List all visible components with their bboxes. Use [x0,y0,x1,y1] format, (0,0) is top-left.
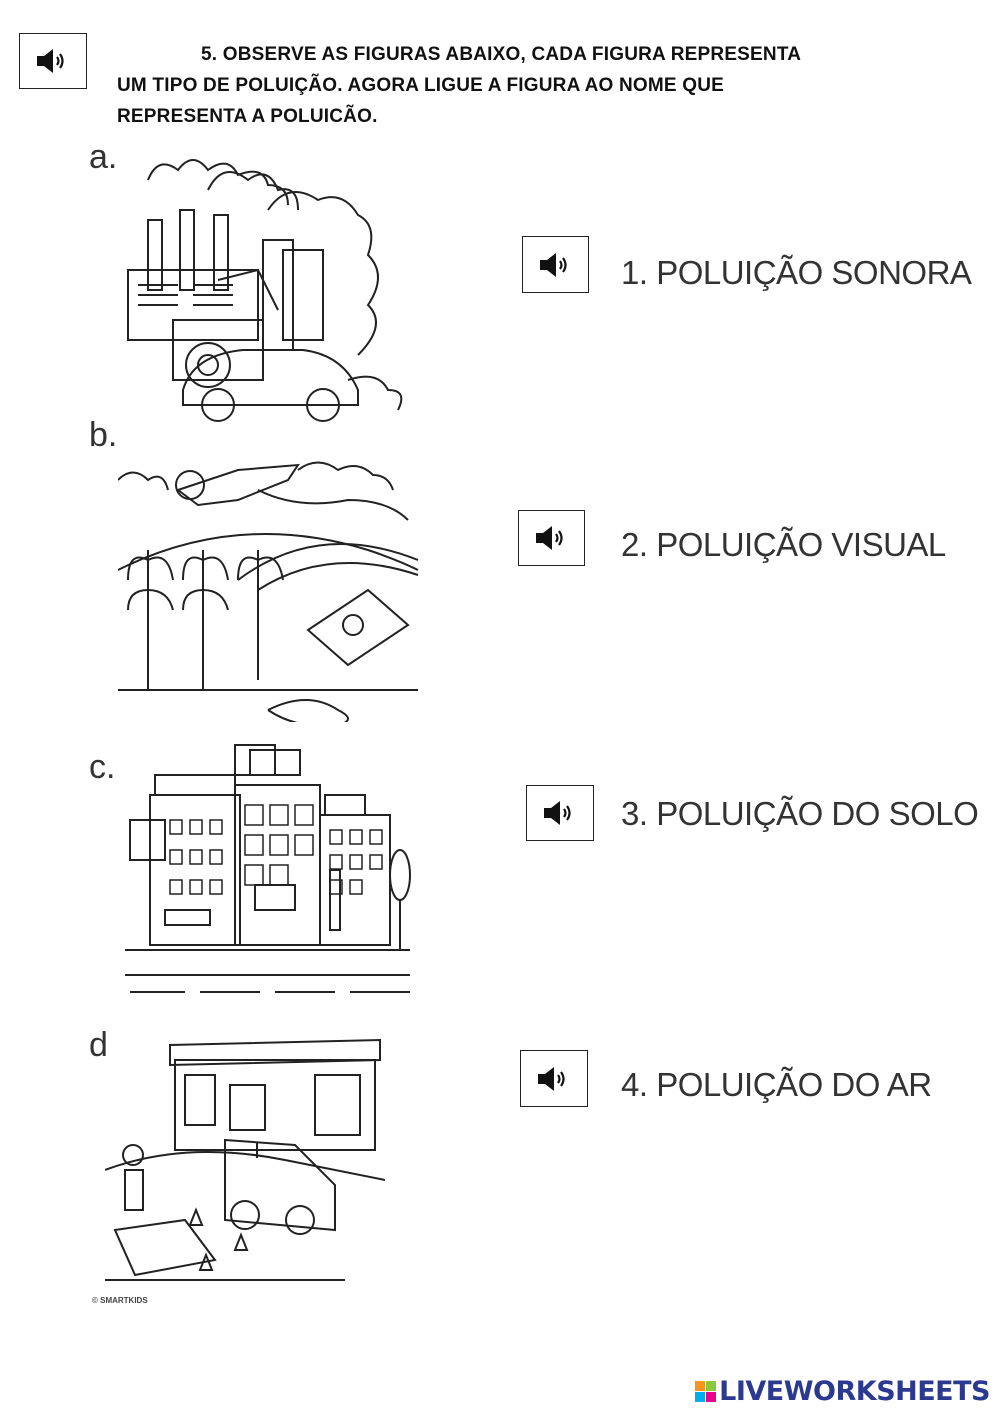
option-1-audio-button[interactable] [522,236,589,293]
farm-pesticide-illustration [118,450,423,722]
option-4-label: 4. POLUIÇÃO DO AR [621,1066,932,1103]
speaker-icon [544,801,571,825]
option-4-audio-button[interactable] [520,1050,588,1107]
option-2-audio-button[interactable] [518,510,585,566]
instructions-audio-button[interactable] [19,33,87,89]
brand-name: LIVEWORKSHEETS [719,1376,990,1407]
speaker-icon [535,526,563,550]
instruction-line-3: REPRESENTA A POLUICÃO. [117,106,378,127]
street-traffic-illustration [105,1030,385,1295]
liveworksheets-brand[interactable]: LIVEWORKSHEETS [695,1376,990,1407]
brand-logo-icon [695,1381,717,1402]
option-3-label: 3. POLUIÇÃO DO SOLO [621,795,979,832]
speaker-icon [37,49,64,73]
image-credit: © SMARTKIDS [92,1296,148,1305]
option-2-label: 2. POLUIÇÃO VISUAL [621,526,946,563]
factory-pollution-illustration [118,150,418,430]
figure-letter-c: c. [89,748,116,786]
figure-letter-b: b. [89,416,118,454]
option-1-label: 1. POLUIÇÃO SONORA [621,254,972,291]
option-3-audio-button[interactable] [526,785,594,841]
speaker-icon [539,252,567,277]
city-billboards-illustration [125,740,415,1005]
speaker-icon [538,1066,565,1091]
figure-letter-a: a. [89,138,118,176]
instruction-line-1: 5. OBSERVE AS FIGURAS ABAIXO, CADA FIGUR… [201,44,802,65]
figure-letter-d: d [89,1026,108,1064]
instruction-line-2: UM TIPO DE POLUIÇÃO. AGORA LIGUE A FIGUR… [117,75,724,96]
